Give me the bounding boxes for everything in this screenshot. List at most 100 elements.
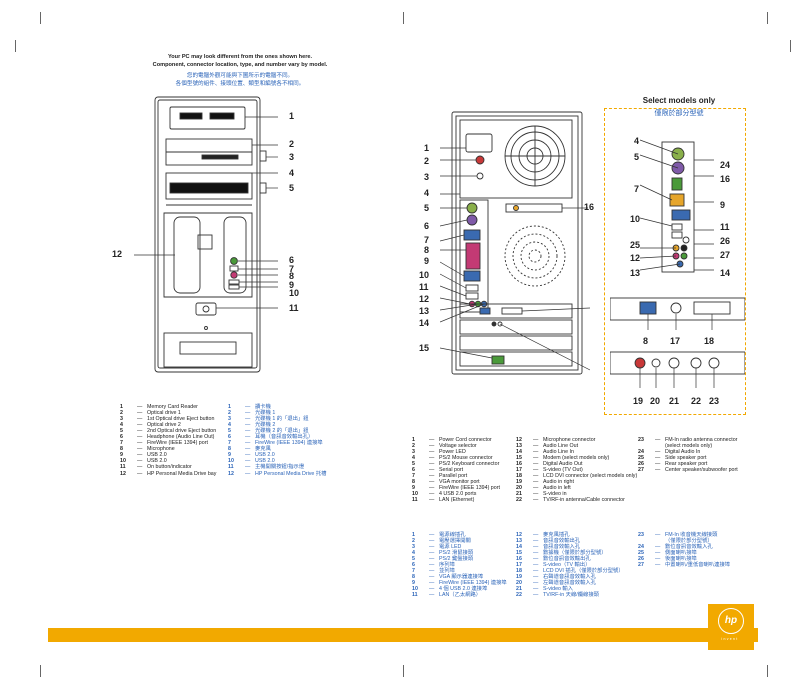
front-callout-4: 4 [289,168,295,178]
list-item: 3—光碟機 1 的「退出」鈕 [228,416,309,423]
list-item: 14—音訊音效輸入孔 [516,544,581,551]
list-item: 9—USB 2.0 [120,452,167,459]
list-item: 3—電源 LED [412,544,462,551]
list-item: 6—序列埠 [412,562,455,569]
back-legend-cn-col2: 12—麥克風插孔 13—音訊音效輸出孔 14—音訊音效輸入孔 15—數據機（僅限… [516,532,624,599]
select-callout-5: 5 [634,152,640,162]
select-callout-8: 8 [643,336,649,346]
list-item: 10—4 USB 2.0 ports [412,491,477,498]
list-item: 24—數位音訊音效輸入孔 [638,544,713,551]
list-item: 3—1st Optical drive Eject button [120,416,215,423]
note-cn-line1: 您的電腦外觀可能與下圖所示的電腦不同。 [186,73,294,79]
crop-mark [40,665,41,677]
crop-mark [40,12,41,24]
list-item: 9—USB 2.0 [228,452,275,459]
select-callout-19: 19 [633,396,644,406]
list-item: 26—後面喇叭接埠 [638,556,697,563]
back-callout-3: 3 [424,172,430,182]
crop-mark [790,40,791,52]
crop-mark [403,12,404,24]
list-item: 8—麥克風 [228,446,271,453]
list-item: 10—4 個 USB 2.0 連接埠 [412,586,488,593]
back-legend-en-col2: 12—Microphone connector 13—Audio Line Ou… [516,437,637,504]
list-item: 21—S-video 輸入 [516,586,574,593]
list-item: 14—Audio Line In [516,449,574,456]
hp-logo-mark: hp [718,608,744,634]
front-leader-12 [134,254,175,256]
list-item: 13—Audio Line Out [516,443,579,450]
select-callout-20: 20 [650,396,661,406]
list-item: 5—光碟機 2 的「退出」鈕 [228,428,309,435]
back-callout-16: 16 [584,202,595,212]
list-item: 4—Optical drive 2 [120,422,181,429]
back-legend-en-col3: 23—FM-In radio antenna connector (select… [638,437,738,473]
list-item: 11—主機開關按鈕/指示燈 [228,464,305,471]
list-item: 1—電源線插孔 [412,532,466,538]
select-callout-17: 17 [670,336,681,346]
front-callout-9: 9 [289,280,295,290]
list-item: 2—Optical drive 1 [120,410,181,417]
list-item: 22—TV/RF-in antenna/Cable connector [516,497,625,504]
list-item: 22—TV/RF-in 天線/纜線接頭 [516,592,599,599]
select-callout-25: 25 [630,240,641,250]
list-item: 2—Voltage selector [412,443,477,450]
list-item: 11—LAN（乙太網路） [412,592,482,599]
select-callout-7: 7 [634,184,640,194]
back-callout-7: 7 [424,235,430,245]
back-legend-cn-col1: 1—電源線插孔 2—電壓選擇開關 3—電源 LED 4—PS/2 滑鼠接頭 5—… [412,532,507,599]
back-callout-13: 13 [419,306,430,316]
back-panel-drawing [440,111,590,375]
back-callout-10: 10 [419,270,430,280]
select-callout-23: 23 [709,396,720,406]
back-callout-1: 1 [424,143,430,153]
front-callout-7: 7 [289,264,295,274]
note-en-line2: Component, connector location, type, and… [152,62,328,68]
footer-band [48,628,758,642]
list-item: 6—Headphone (Audio Line Out) [120,434,215,441]
select-callout-26: 26 [720,236,731,246]
front-callout-10: 10 [289,288,300,298]
list-item: 5—PS/2 鍵盤接頭 [412,556,474,563]
list-item: 19—右聲道音訊音效輸入孔 [516,574,596,581]
list-item: 25—Side speaker port [638,455,707,462]
select-callout-10: 10 [630,214,641,224]
list-item: 10—USB 2.0 [120,458,167,465]
list-item: 8—VGA monitor port [412,479,480,486]
back-callout-9: 9 [424,256,430,266]
back-legend-en-col1: 1—Power Cord connector 2—Voltage selecto… [412,437,500,504]
list-item: 13—音訊音效輸出孔 [516,538,581,545]
list-item: 17—S-video（TV 輸出） [516,562,591,569]
select-callout-21: 21 [669,396,680,406]
list-item: 1—Memory Card Reader [120,404,198,410]
select-callout-18: 18 [704,336,715,346]
list-item: 4—PS/2 Mouse connector [412,455,493,462]
list-item: 26—Rear speaker port [638,461,708,468]
front-callout-11: 11 [289,303,299,313]
front-callout-12: 12 [112,249,123,259]
list-item: 18—LCD DVI 插孔（僅限於部分型號） [516,568,624,575]
select-callout-22: 22 [691,396,702,406]
list-item: 3—Power LED [412,449,466,456]
crop-mark [403,665,404,677]
list-item: 18—LCD DVI connector (select models only… [516,473,638,480]
list-item: 11—On button/indicator [120,464,192,471]
back-callout-15: 15 [419,343,430,353]
note-en-line1: Your PC may look different from the ones… [167,54,313,60]
list-item: 9—FireWire (IEEE 1394) port [412,485,500,492]
list-item: 20—左聲道音訊音效輸入孔 [516,580,596,587]
select-callout-13: 13 [630,268,641,278]
list-item: 4—光碟機 2 [228,422,276,429]
front-callout-5: 5 [289,183,295,193]
list-item: 5—2nd Optical drive Eject button [120,428,217,435]
select-models-drawing [610,139,745,388]
back-callout-14: 14 [419,318,430,328]
list-item: 2—電壓選擇開關 [412,538,471,545]
select-callout-4: 4 [634,136,640,146]
back-legend-cn-col3: 23—FM-In 收音機天線接頭 （僅限於部分型號） 24—數位音訊音效輸入孔 … [638,532,730,568]
list-item: 11—LAN (Ethernet) [412,497,475,504]
select-models-box [604,108,746,415]
list-item: 8—Microphone [120,446,175,453]
crop-mark [15,40,16,52]
select-callout-9: 9 [720,200,726,210]
front-legend-cn: 1—讀卡機 2—光碟機 1 3—光碟機 1 的「退出」鈕 4—光碟機 2 5—光… [228,404,326,477]
